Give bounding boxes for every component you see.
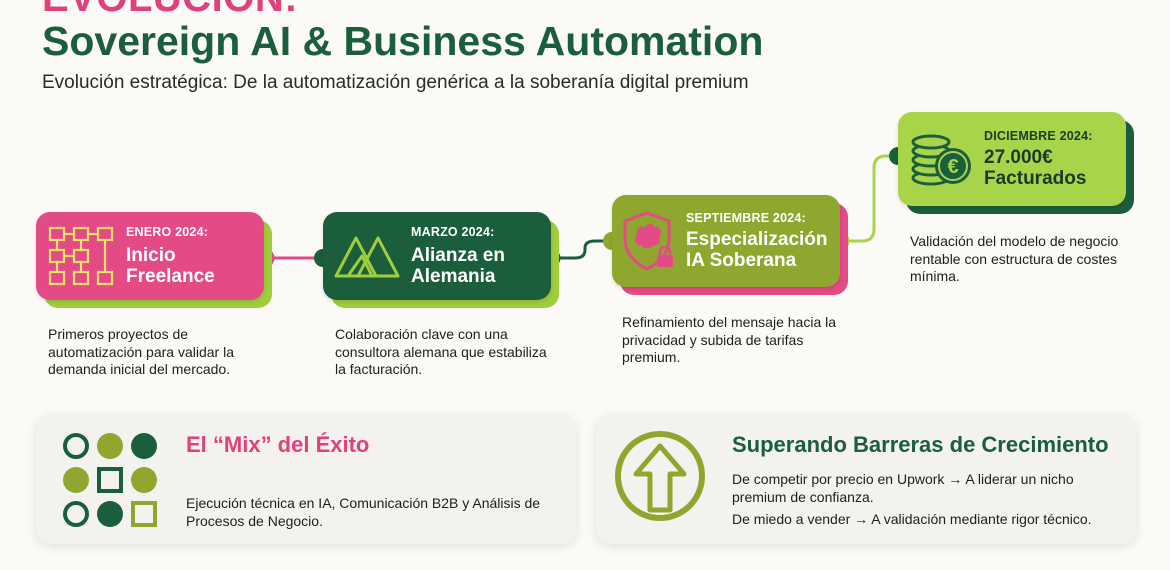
card-title-line1: Alianza en [411, 244, 505, 266]
shapes-grid-icon [62, 432, 162, 528]
card-date: MARZO 2024: [411, 224, 495, 239]
mix-panel-title: El “Mix” del Éxito [186, 432, 370, 457]
timeline-card-marzo: MARZO 2024: Alianza en Alemania [323, 212, 563, 312]
timeline-desc-enero: Primeros proyectos de automatización par… [48, 326, 234, 377]
mix-panel-text: Ejecución técnica en IA, Comunicación B2… [186, 495, 541, 530]
timeline-card-diciembre: € DICIEMBRE 2024: 27.000€ Facturados [898, 112, 1138, 216]
card-body: ENERO 2024: Inicio Freelance [36, 212, 264, 300]
barriers-panel-title: Superando Barreras de Crecimiento [732, 432, 1109, 457]
card-title-line1: Especialización [686, 228, 828, 250]
card-title-line1: 27.000€ [984, 146, 1053, 168]
card-date: SEPTIEMBRE 2024: [686, 210, 806, 225]
header-kicker: EVOLUCIÓN: [42, 0, 298, 18]
card-body: MARZO 2024: Alianza en Alemania [323, 212, 551, 300]
card-title-line2: Alemania [411, 266, 496, 287]
card-body: € DICIEMBRE 2024: 27.000€ Facturados [898, 112, 1126, 206]
card-title-line1: Inicio [126, 244, 176, 266]
flowchart-icon [36, 212, 126, 300]
euro-coins-icon: € [898, 112, 984, 206]
timeline-desc-septiembre: Refinamiento del mensaje hacia la privac… [622, 314, 837, 365]
timeline-card-enero: ENERO 2024: Inicio Freelance [36, 212, 276, 312]
page-title: Sovereign AI & Business Automation [42, 18, 764, 64]
timeline-desc-diciembre: Validación del modelo de negocio rentabl… [910, 233, 1119, 284]
card-title-line2: Freelance [126, 266, 215, 287]
up-arrow-circle-icon [612, 428, 708, 524]
shield-brain-lock-icon [612, 195, 686, 287]
barriers-panel: Superando Barreras de Crecimiento De com… [596, 414, 1136, 544]
card-date: DICIEMBRE 2024: [984, 128, 1093, 143]
alliance-peaks-icon [323, 212, 411, 300]
card-title-line2: Facturados [984, 168, 1087, 189]
card-date: ENERO 2024: [126, 224, 209, 239]
mix-panel: El “Mix” del Éxito Ejecución técnica en … [36, 414, 576, 544]
connector-3 [840, 154, 898, 243]
page-subtitle: Evolución estratégica: De la automatizac… [42, 72, 749, 93]
card-title-line2: IA Soberana [686, 250, 797, 271]
connector-2 [551, 239, 612, 260]
timeline-desc-marzo: Colaboración clave con una consultora al… [335, 326, 547, 377]
barriers-line-2: De miedo a vender → A validación mediant… [732, 511, 1092, 527]
card-body: SEPTIEMBRE 2024: Especialización IA Sobe… [612, 195, 840, 287]
barriers-line-1: De competir por precio en Upwork → A lid… [732, 471, 1074, 506]
svg-text:€: € [947, 156, 958, 178]
timeline-card-septiembre: SEPTIEMBRE 2024: Especialización IA Sobe… [612, 195, 852, 297]
